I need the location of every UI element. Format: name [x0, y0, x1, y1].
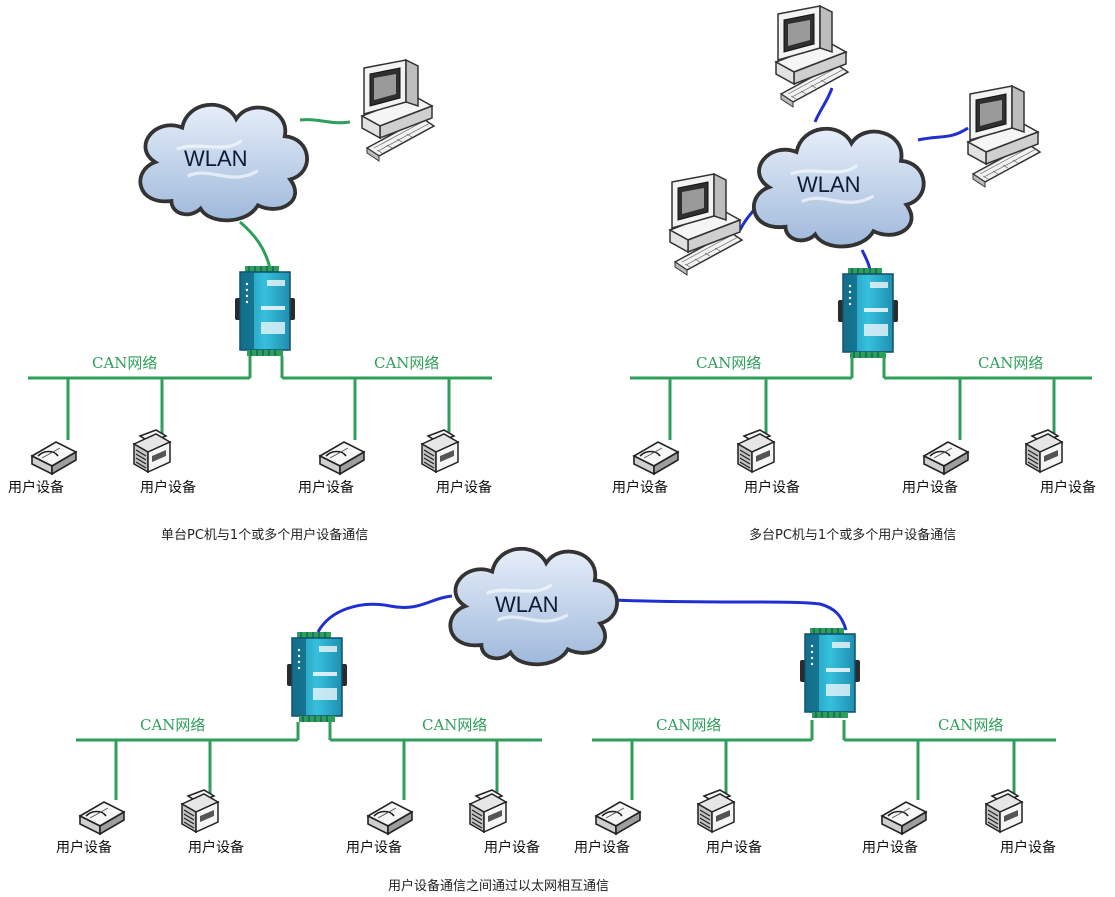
gateway-icon — [837, 267, 899, 359]
scanner-icon — [367, 801, 413, 835]
device-label: 用户设备 — [436, 479, 492, 496]
gateway-cloud-wire — [316, 594, 453, 633]
device-label: 用户设备 — [140, 479, 196, 496]
can-label: CAN网络 — [938, 716, 1003, 734]
device-label: 用户设备 — [862, 839, 918, 856]
device-label: 用户设备 — [612, 479, 668, 496]
section-multi-pc: WLAN CAN网络 CAN网络 用户设备 用户设备 用户设备 用户设备 多台P… — [612, 5, 1096, 543]
scanner-icon — [79, 801, 125, 835]
device-label: 用户设备 — [346, 839, 402, 856]
pc-icon — [669, 173, 743, 276]
can-label: CAN网络 — [92, 354, 157, 372]
scanner-icon — [633, 441, 679, 475]
section-single-pc: WLAN CAN网络 CAN网络 用户设备 用户设备 用户设备 用户设备 单台P… — [8, 59, 492, 543]
scanner-icon — [923, 441, 969, 475]
device-label: 用户设备 — [744, 479, 800, 496]
pc-icon — [775, 5, 849, 108]
cloud-gateway-wire — [239, 220, 272, 269]
pc-cloud-wire — [299, 118, 351, 125]
gateway-icon — [799, 627, 861, 719]
can-label: CAN网络 — [140, 716, 205, 734]
device-label: 用户设备 — [574, 839, 630, 856]
can-label: CAN网络 — [978, 354, 1043, 372]
wlan-label: WLAN — [495, 592, 559, 617]
printer-icon — [469, 789, 507, 833]
pc-cloud-wire — [917, 126, 969, 142]
printer-icon — [1025, 429, 1063, 473]
gateway-icon — [234, 265, 296, 357]
wlan-label: WLAN — [797, 172, 861, 197]
printer-icon — [985, 789, 1023, 833]
gateway-icon — [286, 631, 348, 723]
device-label: 用户设备 — [1040, 479, 1096, 496]
scanner-icon — [595, 801, 641, 835]
printer-icon — [737, 429, 775, 473]
can-label: CAN网络 — [656, 716, 721, 734]
device-label: 用户设备 — [56, 839, 112, 856]
scanner-icon — [881, 801, 927, 835]
printer-icon — [697, 789, 735, 833]
caption-ethernet: 用户设备通信之间通过以太网相互通信 — [388, 878, 609, 894]
printer-icon — [181, 789, 219, 833]
caption-single: 单台PC机与1个或多个用户设备通信 — [161, 527, 368, 543]
device-label: 用户设备 — [1000, 839, 1056, 856]
printer-icon — [421, 429, 459, 473]
caption-multi: 多台PC机与1个或多个用户设备通信 — [749, 527, 956, 543]
device-label: 用户设备 — [298, 479, 354, 496]
device-label: 用户设备 — [8, 479, 64, 496]
scanner-icon — [319, 441, 365, 475]
printer-icon — [133, 429, 171, 473]
wlan-cloud: WLAN — [138, 102, 309, 223]
wlan-cloud: WLAN — [751, 126, 926, 249]
device-label: 用户设备 — [484, 839, 540, 856]
cloud-gateway-wire — [613, 598, 848, 631]
wlan-label: WLAN — [184, 146, 248, 171]
pc-icon — [361, 59, 435, 162]
can-label: CAN网络 — [374, 354, 439, 372]
scanner-icon — [31, 441, 77, 475]
pc-cloud-wire — [813, 87, 834, 123]
device-label: 用户设备 — [902, 479, 958, 496]
wlan-cloud: WLAN — [448, 546, 619, 667]
can-label: CAN网络 — [422, 716, 487, 734]
can-label: CAN网络 — [696, 354, 761, 372]
pc-icon — [967, 85, 1041, 188]
device-label: 用户设备 — [188, 839, 244, 856]
device-label: 用户设备 — [706, 839, 762, 856]
section-ethernet: WLAN CAN网络 CAN网络 用户设备 用户设备 用户设备 用户设备 CAN… — [56, 546, 1056, 894]
